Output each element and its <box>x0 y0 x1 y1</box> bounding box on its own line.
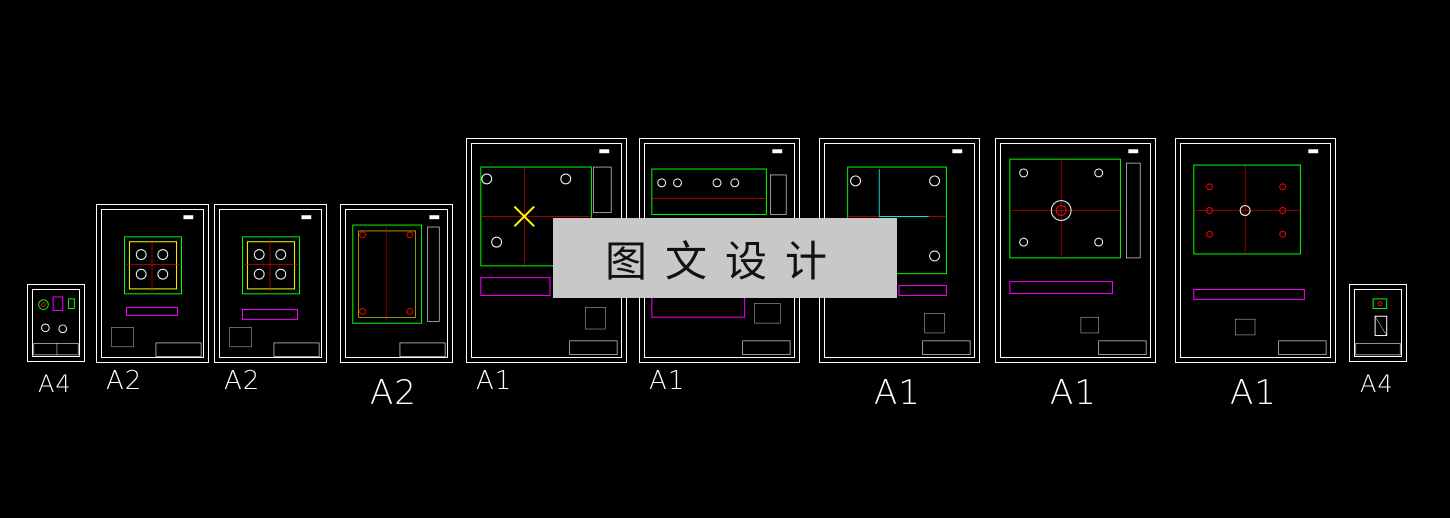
sheet-size-label: A4 <box>1360 370 1394 398</box>
sheet-drawing <box>1193 149 1327 355</box>
sheet-inner-border <box>219 209 322 358</box>
watermark-banner: 图文设计 <box>553 218 897 298</box>
drawing-sheet-a2-3[interactable] <box>340 204 453 363</box>
sheet-drawing <box>229 215 320 357</box>
sheet-drawing <box>352 215 446 357</box>
sheet-size-label: A1 <box>649 366 686 396</box>
drawing-sheet-a2-2[interactable] <box>214 204 327 363</box>
sheet-inner-border <box>101 209 204 358</box>
sheet-inner-border <box>32 289 80 357</box>
sheet-drawing <box>1355 298 1401 356</box>
sheet-drawing <box>480 149 618 355</box>
sheet-size-label: A1 <box>874 373 921 413</box>
sheet-size-label: A1 <box>476 366 513 396</box>
sheet-size-label: A2 <box>370 373 417 413</box>
sheet-inner-border <box>1000 143 1151 358</box>
sheet-drawing <box>111 215 202 357</box>
sheet-size-label: A1 <box>1230 373 1277 413</box>
sheet-size-label: A2 <box>224 366 261 396</box>
sheet-drawing <box>33 296 79 356</box>
sheet-drawing <box>1009 149 1147 355</box>
sheet-inner-border <box>1180 143 1331 358</box>
drawing-sheet-a1-4[interactable] <box>995 138 1156 363</box>
drawing-sheet-a2-1[interactable] <box>96 204 209 363</box>
drawing-sheet-a1-5[interactable] <box>1175 138 1336 363</box>
drawing-sheet-a4-1[interactable] <box>27 284 85 362</box>
sheet-size-label: A2 <box>106 366 143 396</box>
sheet-inner-border <box>345 209 448 358</box>
sheet-size-label: A4 <box>38 370 72 398</box>
drawing-sheet-a4-2[interactable] <box>1349 284 1407 362</box>
sheet-inner-border <box>1354 289 1402 357</box>
sheet-size-label: A1 <box>1050 373 1097 413</box>
